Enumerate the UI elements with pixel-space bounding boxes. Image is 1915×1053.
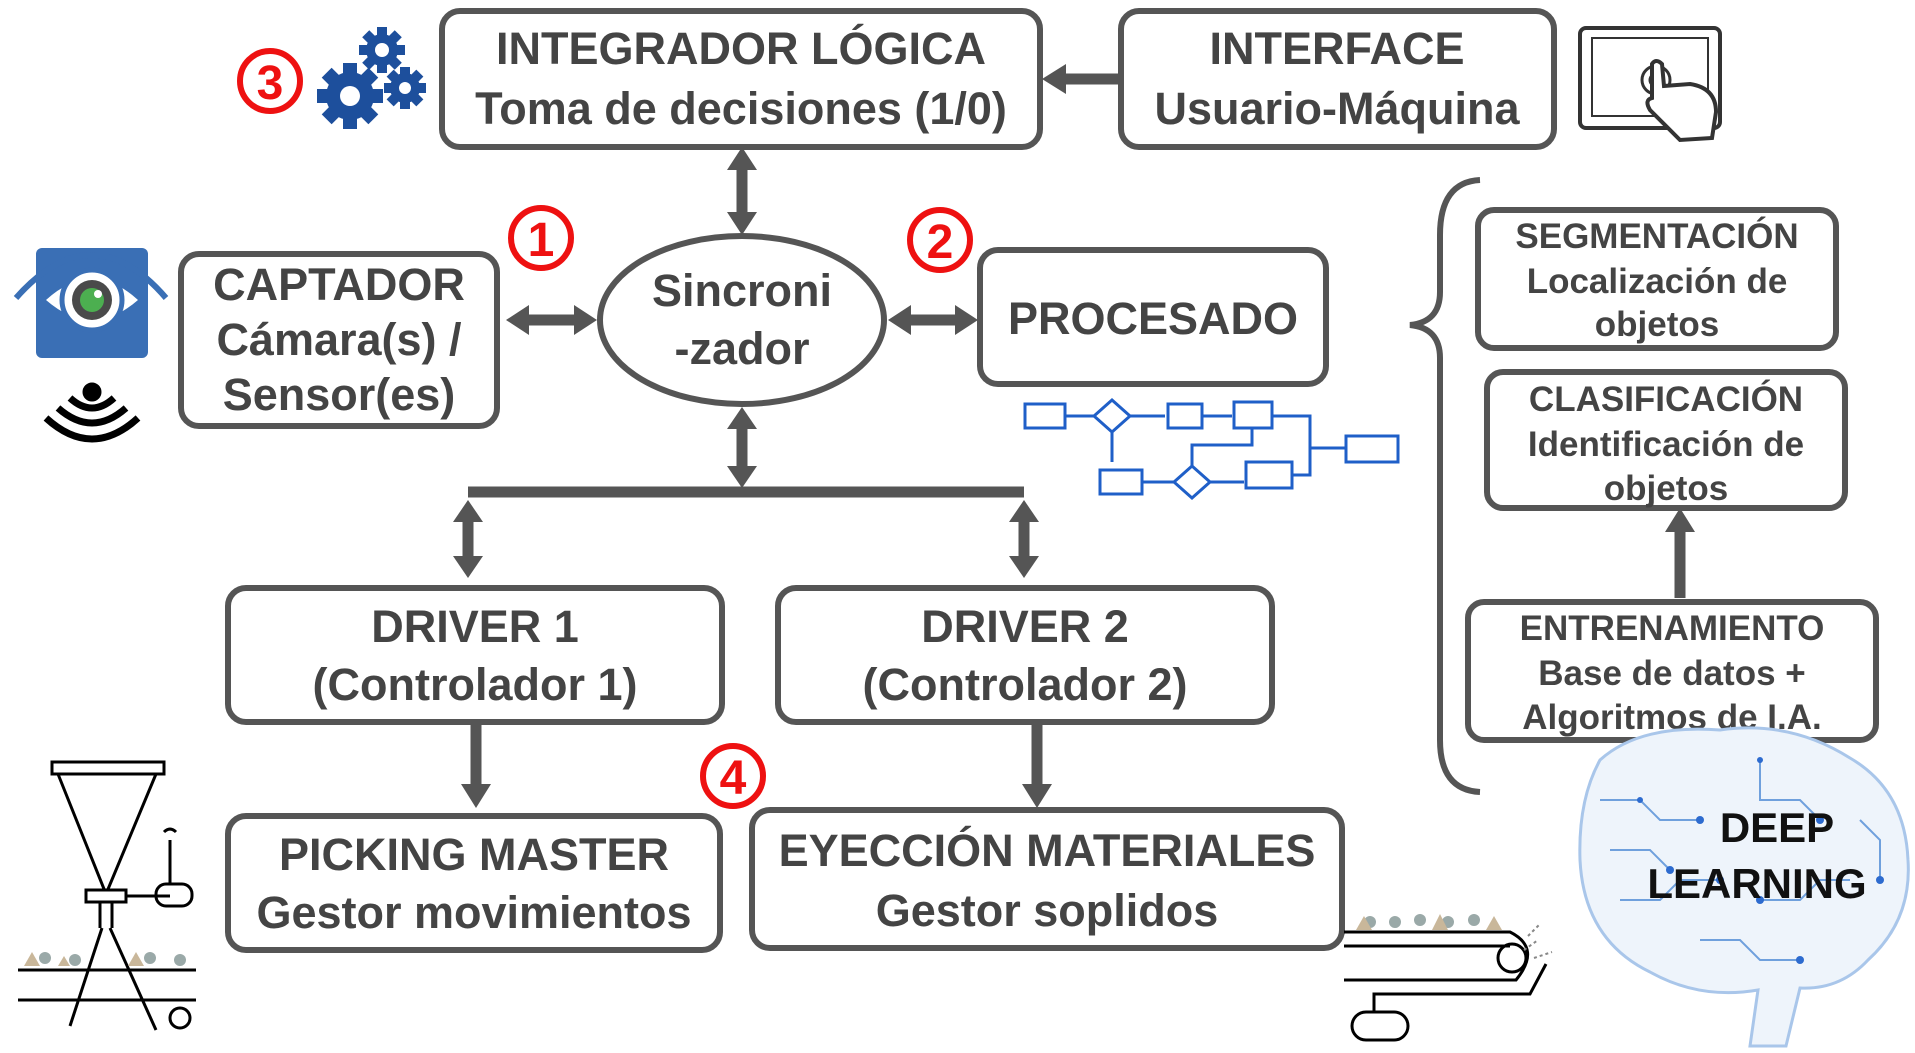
sincronizador-ellipse: Sincroni -zador	[597, 233, 887, 407]
picking-robot-icon	[18, 760, 196, 1031]
wireless-sensor-icon	[43, 382, 141, 443]
interface-title: INTERFACE	[1209, 23, 1464, 74]
marker-3: 3	[237, 48, 303, 114]
entrenamiento-line2: Base de datos +	[1538, 654, 1805, 693]
marker-2: 2	[907, 207, 973, 273]
gears-icon	[317, 27, 426, 129]
entrenamiento-box: ENTRENAMIENTO Base de datos + Algoritmos…	[1465, 599, 1879, 743]
driver1-box: DRIVER 1 (Controlador 1)	[225, 585, 725, 725]
curly-brace	[1409, 177, 1481, 795]
eyeccion-subtitle: Gestor soplidos	[876, 885, 1219, 936]
marker-4-label: 4	[720, 752, 747, 805]
driver2-title: DRIVER 2	[921, 601, 1129, 652]
eyeccion-title: EYECCIÓN MATERIALES	[779, 825, 1316, 876]
marker-3-label: 3	[257, 57, 284, 110]
marker-1-label: 1	[528, 214, 555, 267]
flowchart-icon	[1023, 397, 1400, 501]
deep-learning-line1: DEEP	[1720, 804, 1834, 851]
integrador-box: INTEGRADOR LÓGICA Toma de decisiones (1/…	[439, 8, 1043, 150]
marker-2-label: 2	[927, 216, 954, 269]
clasificacion-line3: objetos	[1604, 469, 1728, 508]
captador-box: CAPTADOR Cámara(s) / Sensor(es)	[178, 251, 500, 429]
brain-circuit-icon: DEEP LEARNING	[1578, 726, 1910, 1048]
sincronizador-line1: Sincroni	[652, 265, 832, 316]
captador-title: CAPTADOR	[213, 259, 465, 310]
marker-4: 4	[700, 743, 766, 809]
captador-line3: Sensor(es)	[223, 369, 456, 420]
procesado-title: PROCESADO	[1008, 293, 1298, 344]
picking-box: PICKING MASTER Gestor movimientos	[225, 813, 723, 953]
clasificacion-line2: Identificación de	[1528, 425, 1804, 464]
air-ejector-conveyor-icon	[1344, 914, 1553, 1042]
integrador-subtitle: Toma de decisiones (1/0)	[475, 83, 1007, 134]
camera-eye-icon	[13, 248, 169, 358]
sincronizador-line2: -zador	[675, 323, 810, 374]
clasificacion-box: CLASIFICACIÓN Identificación de objetos	[1484, 369, 1848, 511]
touchscreen-hand-icon	[1578, 26, 1722, 143]
integrador-title: INTEGRADOR LÓGICA	[496, 23, 986, 74]
segmentacion-title: SEGMENTACIÓN	[1515, 216, 1798, 256]
marker-1: 1	[508, 205, 574, 271]
deep-learning-line2: LEARNING	[1647, 860, 1866, 907]
driver1-title: DRIVER 1	[371, 601, 579, 652]
segmentacion-line2: Localización de	[1527, 262, 1788, 301]
driver1-subtitle: (Controlador 1)	[313, 659, 638, 710]
picking-title: PICKING MASTER	[279, 829, 669, 880]
procesado-box: PROCESADO	[977, 247, 1329, 387]
captador-line2: Cámara(s) /	[216, 314, 462, 365]
eyeccion-box: EYECCIÓN MATERIALES Gestor soplidos	[749, 807, 1345, 951]
interface-box: INTERFACE Usuario-Máquina	[1118, 8, 1557, 150]
connectors	[453, 64, 1695, 808]
driver2-box: DRIVER 2 (Controlador 2)	[775, 585, 1275, 725]
picking-subtitle: Gestor movimientos	[256, 887, 691, 938]
interface-subtitle: Usuario-Máquina	[1154, 83, 1520, 134]
driver2-subtitle: (Controlador 2)	[863, 659, 1188, 710]
clasificacion-title: CLASIFICACIÓN	[1529, 379, 1803, 419]
segmentacion-line3: objetos	[1595, 305, 1719, 344]
entrenamiento-title: ENTRENAMIENTO	[1520, 609, 1825, 648]
segmentacion-box: SEGMENTACIÓN Localización de objetos	[1475, 207, 1839, 351]
